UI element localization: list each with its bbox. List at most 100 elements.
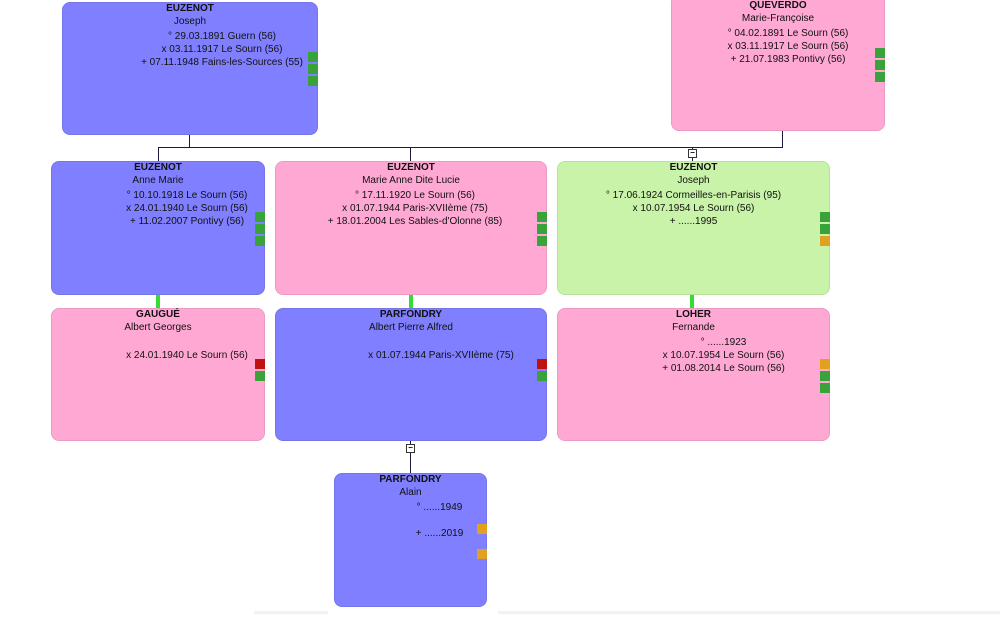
death-event: + ......2019	[415, 528, 464, 539]
given-name: Marie-Françoise	[741, 13, 815, 24]
given-name: Anne Marie	[132, 175, 184, 186]
person-card-marie-anne-euzenot[interactable]: EUZENOT Marie Anne Dite Lucie ° 17.11.19…	[275, 161, 547, 295]
death-event: + 21.07.1983 Pontivy (56)	[730, 54, 846, 65]
collapse-toggle-alain[interactable]: −	[406, 444, 415, 453]
events: ° 17.11.1920 Le Sourn (56) x 01.07.1944 …	[275, 189, 547, 228]
surname: EUZENOT	[166, 3, 214, 14]
source-marker-green[interactable]	[255, 236, 265, 246]
source-markers	[477, 524, 487, 559]
person-card-joseph-euzenot-son[interactable]: EUZENOT Joseph ° 17.06.1924 Cormeilles-e…	[557, 161, 830, 295]
person-card-albert-parfondry[interactable]: PARFONDRY Albert Pierre Alfred x 01.07.1…	[275, 308, 547, 441]
source-markers	[820, 359, 830, 393]
given-name: Fernande	[672, 322, 715, 333]
source-marker-green[interactable]	[537, 224, 547, 234]
marriage-event: x 03.11.1917 Le Sourn (56)	[727, 41, 849, 52]
surname: EUZENOT	[387, 162, 435, 173]
given-name: Albert Pierre Alfred	[369, 322, 453, 333]
marriage-event: x 10.07.1954 Le Sourn (56)	[662, 350, 785, 361]
source-markers	[875, 48, 885, 82]
source-marker-green[interactable]	[537, 212, 547, 222]
death-event: + ......1995	[669, 216, 718, 227]
source-marker-orange[interactable]	[477, 524, 487, 534]
source-marker-green[interactable]	[537, 371, 547, 381]
death-event: + 18.01.2004 Les Sables-d'Olonne (85)	[327, 216, 503, 227]
bottom-edge-strip	[254, 611, 328, 614]
events: ° 17.06.1924 Cormeilles-en-Parisis (95) …	[557, 189, 830, 228]
source-marker-green[interactable]	[255, 371, 265, 381]
marriage-event: x 03.11.1917 Le Sourn (56)	[161, 44, 283, 55]
person-card-fernande-loher[interactable]: LOHER Fernande ° ......1923 x 10.07.1954…	[557, 308, 830, 441]
birth-event: ° 04.02.1891 Le Sourn (56)	[727, 28, 849, 39]
source-marker-green[interactable]	[820, 371, 830, 381]
source-marker-green[interactable]	[537, 236, 547, 246]
events: ° ......1949 + ......2019	[334, 501, 487, 540]
birth-event: ° 17.06.1924 Cormeilles-en-Parisis (95)	[605, 190, 782, 201]
source-marker-green[interactable]	[875, 60, 885, 70]
spouse-link-marie-anne	[409, 295, 413, 308]
source-marker-green[interactable]	[308, 76, 318, 86]
source-marker-red[interactable]	[537, 359, 547, 369]
connector-child-2	[410, 147, 411, 161]
source-marker-green[interactable]	[820, 383, 830, 393]
source-marker-green[interactable]	[875, 72, 885, 82]
source-markers	[537, 212, 547, 246]
source-marker-green[interactable]	[308, 52, 318, 62]
events: x 01.07.1944 Paris-XVIIème (75)	[275, 336, 547, 362]
birth-event	[335, 336, 547, 349]
surname: EUZENOT	[134, 162, 182, 173]
person-card-joseph-euzenot-father[interactable]: EUZENOT Joseph ° 29.03.1891 Guern (56) x…	[62, 2, 318, 135]
source-marker-green[interactable]	[255, 224, 265, 234]
given-name: Marie Anne Dite Lucie	[362, 175, 460, 186]
source-marker-green[interactable]	[875, 48, 885, 58]
death-event: + 11.02.2007 Pontivy (56)	[129, 216, 245, 227]
birth-event: ° 29.03.1891 Guern (56)	[168, 31, 276, 42]
marriage-event	[392, 514, 487, 527]
events: ° 04.02.1891 Le Sourn (56) x 03.11.1917 …	[671, 27, 885, 66]
given-name: Albert Georges	[124, 322, 192, 333]
spouse-link-anne-marie	[156, 295, 160, 308]
connector-child-1	[158, 147, 159, 161]
source-marker-orange[interactable]	[820, 359, 830, 369]
source-markers	[820, 212, 830, 246]
birth-event	[109, 336, 265, 349]
surname: PARFONDRY	[379, 309, 443, 320]
marriage-event: x 24.01.1940 Le Sourn (56)	[126, 350, 248, 361]
surname: GAUGUÉ	[136, 309, 180, 320]
events: ° 10.10.1918 Le Sourn (56) x 24.01.1940 …	[51, 189, 265, 228]
source-marker-orange[interactable]	[477, 549, 487, 559]
given-name: Joseph	[677, 175, 710, 186]
source-markers	[255, 359, 265, 381]
death-event: + 01.08.2014 Le Sourn (56)	[662, 363, 785, 374]
person-card-alain-parfondry[interactable]: PARFONDRY Alain ° ......1949 + ......201…	[334, 473, 487, 607]
birth-event: ° 10.10.1918 Le Sourn (56)	[126, 190, 248, 201]
events: ° 29.03.1891 Guern (56) x 03.11.1917 Le …	[62, 30, 318, 69]
marriage-event: x 01.07.1944 Paris-XVIIème (75)	[368, 350, 514, 361]
events: x 24.01.1940 Le Sourn (56)	[51, 336, 265, 362]
person-card-albert-georges-gaugue[interactable]: GAUGUÉ Albert Georges x 24.01.1940 Le So…	[51, 308, 265, 441]
birth-event: ° ......1923	[700, 337, 747, 348]
source-marker-green[interactable]	[308, 64, 318, 74]
death-event: + 07.11.1948 Fains-les-Sources (55)	[141, 57, 303, 68]
bottom-edge-strip	[498, 611, 1000, 614]
connector-couple-bar	[158, 147, 783, 148]
source-markers	[255, 212, 265, 246]
source-marker-red[interactable]	[255, 359, 265, 369]
connector-father-down	[189, 135, 190, 147]
source-markers	[308, 52, 318, 86]
connector-mother-down	[782, 131, 783, 147]
given-name: Alain	[399, 487, 422, 498]
events: ° ......1923 x 10.07.1954 Le Sourn (56) …	[557, 336, 830, 375]
marriage-event: x 10.07.1954 Le Sourn (56)	[632, 203, 755, 214]
person-card-marie-francoise-queverdo[interactable]: QUEVERDO Marie-Françoise ° 04.02.1891 Le…	[671, 0, 885, 131]
surname: QUEVERDO	[749, 0, 807, 11]
collapse-toggle-children[interactable]: −	[688, 149, 697, 158]
source-marker-green[interactable]	[820, 224, 830, 234]
source-marker-green[interactable]	[255, 212, 265, 222]
given-name: Joseph	[173, 16, 207, 27]
source-marker-green[interactable]	[820, 212, 830, 222]
birth-event: ° ......1949	[416, 502, 463, 513]
person-card-anne-marie-euzenot[interactable]: EUZENOT Anne Marie ° 10.10.1918 Le Sourn…	[51, 161, 265, 295]
source-marker-orange[interactable]	[820, 236, 830, 246]
surname: PARFONDRY	[379, 474, 442, 485]
